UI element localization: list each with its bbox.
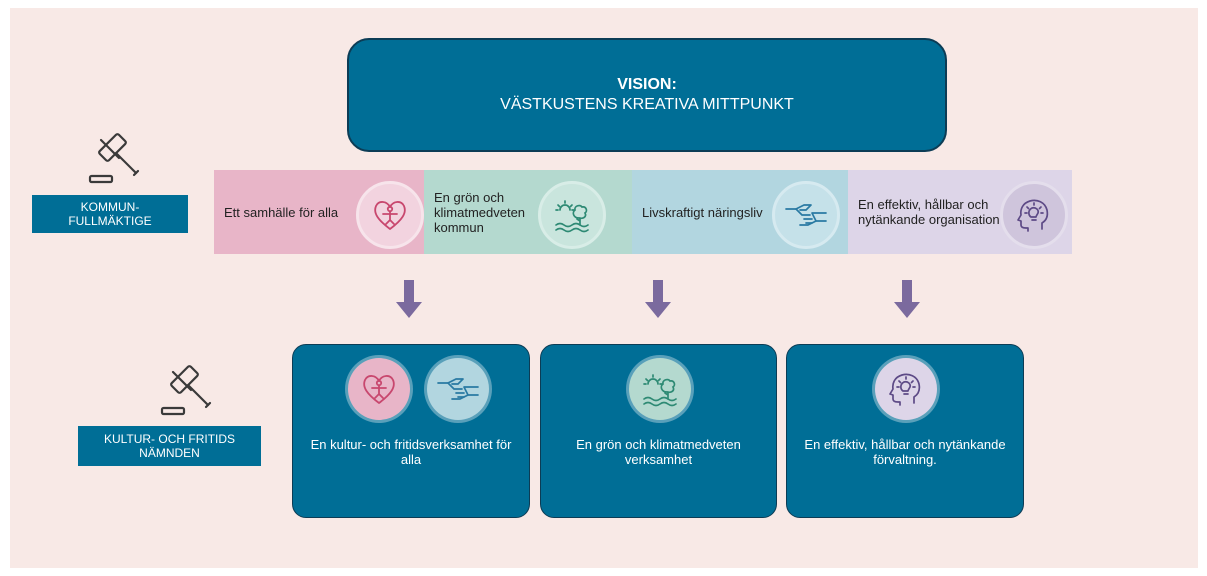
card-efficient-administration: En effektiv, hållbar och nytänkande förv… xyxy=(786,344,1024,518)
committee-label: KULTUR- OCH FRITIDS NÄMNDEN xyxy=(78,426,261,466)
handshake-icon xyxy=(772,181,840,249)
council-label: KOMMUN- FULLMÄKTIGE xyxy=(32,195,188,233)
council-label-line1: KOMMUN- xyxy=(80,200,140,214)
gavel-icon xyxy=(160,365,212,416)
vision-box: VISION: VÄSTKUSTENS KREATIVA MITTPUNKT xyxy=(347,38,947,152)
card-green-operations: En grön och klimatmedveten verksamhet xyxy=(540,344,777,518)
heart-person-icon xyxy=(348,358,410,420)
gavel-icon xyxy=(88,133,140,184)
card-culture-for-all: En kultur- och fritidsverksamhet för all… xyxy=(292,344,530,518)
goal-label: En effektiv, hållbar och nytänkande orga… xyxy=(858,197,1000,227)
committee-label-line1: KULTUR- OCH FRITIDS xyxy=(103,432,236,446)
arrow-down-icon xyxy=(645,280,671,318)
head-lightbulb-icon xyxy=(875,358,937,420)
arrow-down-icon xyxy=(396,280,422,318)
vision-title: VISION: xyxy=(617,76,677,93)
vision-subtitle: VÄSTKUSTENS KREATIVA MITTPUNKT xyxy=(500,96,794,113)
card-label: En effektiv, hållbar och nytänkande förv… xyxy=(804,437,1006,467)
goal-viable-business: Livskraftigt näringsliv xyxy=(632,170,848,254)
arrow-down-icon xyxy=(894,280,920,318)
handshake-icon xyxy=(427,358,489,420)
council-label-line2: FULLMÄKTIGE xyxy=(68,214,152,228)
goal-green-municipality: En grön och klimatmedveten kommun xyxy=(424,170,632,254)
goal-efficient-organisation: En effektiv, hållbar och nytänkande orga… xyxy=(848,170,1072,254)
committee-label-line2: NÄMNDEN xyxy=(139,446,200,460)
head-lightbulb-icon xyxy=(1000,181,1068,249)
sun-tree-waves-icon xyxy=(629,358,691,420)
card-label: En grön och klimatmedveten verksamhet xyxy=(576,437,741,467)
goal-label: Livskraftigt näringsliv xyxy=(642,204,763,220)
goal-label: Ett samhälle för alla xyxy=(224,204,339,220)
goal-society-for-all: Ett samhälle för alla xyxy=(214,170,424,254)
card-label: En kultur- och fritidsverksamhet för all… xyxy=(310,437,512,467)
heart-person-icon xyxy=(356,181,424,249)
sun-tree-waves-icon xyxy=(538,181,606,249)
goal-label: En grön och klimatmedveten kommun xyxy=(434,189,526,235)
